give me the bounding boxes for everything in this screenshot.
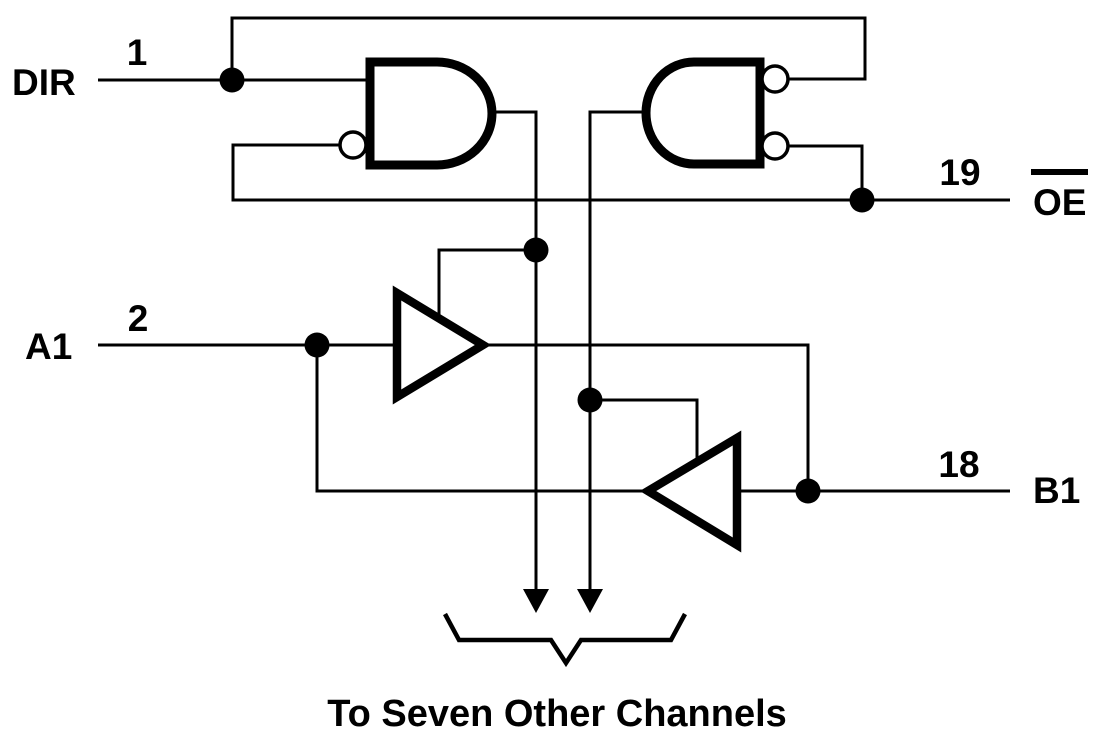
and-gate-b-enable-mirrored xyxy=(641,57,765,169)
junction-b1 xyxy=(795,478,821,504)
pin-number-oe: 19 xyxy=(939,152,980,193)
wire-right-gate-output-down xyxy=(588,110,646,592)
pin-label-dir: DIR xyxy=(12,62,76,103)
junction-dots xyxy=(219,67,875,504)
wire-oe-rail xyxy=(231,143,1010,202)
wire-enable-b-buffer xyxy=(590,398,699,462)
junction-oe xyxy=(849,187,875,213)
buffer-b-to-a xyxy=(639,430,742,553)
arrow-down-icon xyxy=(523,589,549,613)
wire-enable-a-buffer xyxy=(437,248,536,317)
buffer-a-to-b xyxy=(392,285,492,405)
junction-enable-b xyxy=(577,387,603,413)
arrow-down-icon xyxy=(577,589,603,613)
junction-dir xyxy=(219,67,245,93)
diagram-caption: To Seven Other Channels xyxy=(327,693,787,735)
pin-number-b1: 18 xyxy=(938,444,979,485)
wire-dir-to-right-gate-top-bubble xyxy=(230,16,867,81)
pin-label-a1: A1 xyxy=(25,326,72,367)
wire-a-buffer-output-to-b1 xyxy=(483,343,810,491)
bubble-right-gate-oe-input-icon xyxy=(760,131,790,161)
wire-left-gate-output-down xyxy=(492,110,538,592)
and-gate-a-enable xyxy=(365,57,497,170)
pin-label-b1: B1 xyxy=(1033,470,1080,511)
junction-a1 xyxy=(304,332,330,358)
wire-b-buffer-output-to-a1 xyxy=(315,345,648,493)
wires xyxy=(98,16,1010,592)
junction-enable-a xyxy=(523,237,549,263)
pin-number-a1: 2 xyxy=(128,298,149,339)
wire-right-gate-bottom-bubble-to-oe xyxy=(789,144,864,200)
oe-overline-icon xyxy=(1031,169,1088,175)
bubble-right-gate-dir-input-icon xyxy=(760,64,790,94)
pin-label-oe: OE xyxy=(1033,182,1086,223)
bubble-left-gate-oe-input-icon xyxy=(338,130,368,160)
pin-number-dir: 1 xyxy=(127,32,148,73)
brace-icon xyxy=(443,612,687,668)
